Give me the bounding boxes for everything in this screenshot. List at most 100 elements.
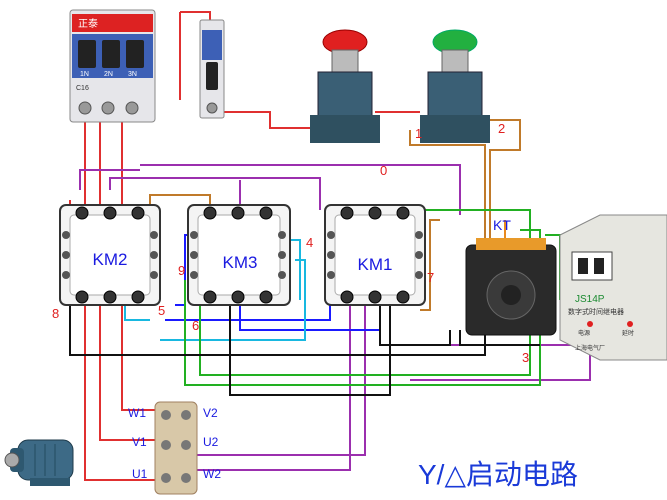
terminal-screw-icon <box>415 251 423 259</box>
wire-purple-0 <box>140 164 461 215</box>
terminal-screw-icon <box>327 271 335 279</box>
terminal-screw-icon <box>278 251 286 259</box>
terminal-screw-icon <box>150 231 158 239</box>
relay-base: KT <box>465 217 557 336</box>
wire-label-4: 4 <box>306 235 313 250</box>
terminal-v2: V2 <box>203 406 218 420</box>
motor-terminal-box: W1 V1 U1 V2 U2 W2 <box>128 401 221 495</box>
contactor-km3-label: KM3 <box>223 253 258 272</box>
wire-red-switch-to-buttons <box>215 111 420 129</box>
terminal-screw-icon <box>103 290 117 304</box>
wire-red-motor-u1 <box>84 300 155 481</box>
wire-purple-top <box>79 169 321 210</box>
wire-green-1 <box>184 229 541 386</box>
wire-label-7: 7 <box>427 270 434 285</box>
relay-terminal-strip <box>476 238 546 250</box>
terminal-screw-icon <box>368 206 382 220</box>
terminal-screw-icon <box>203 290 217 304</box>
terminal-u2: U2 <box>203 435 219 449</box>
terminal-screw-icon <box>62 231 70 239</box>
terminal-screw-icon <box>131 206 145 220</box>
wire-label-5: 5 <box>158 303 165 318</box>
terminal-w1: W1 <box>128 406 146 420</box>
terminal-v1: V1 <box>132 435 147 449</box>
contactor-km3: KM3 <box>187 204 291 306</box>
start-button <box>420 29 490 143</box>
terminal-screw-icon <box>231 290 245 304</box>
wire-labels: 0 1 2 3 4 5 6 7 8 9 <box>52 121 529 365</box>
relay-indicator-power: 电源 <box>578 329 590 337</box>
terminal-screw-icon <box>231 206 245 220</box>
wire-black-1 <box>69 300 486 356</box>
wire-label-2: 2 <box>498 121 505 136</box>
terminal-screw-icon <box>131 290 145 304</box>
wire-purple-bottom <box>195 300 366 471</box>
control-breaker <box>199 19 225 119</box>
terminal-screw-icon <box>203 206 217 220</box>
circuit-breaker: 正泰 1N 2N 3N C16 <box>69 9 156 123</box>
stop-button <box>310 29 380 143</box>
wire-red-motor-w1 <box>121 300 155 411</box>
terminal-screw-icon <box>259 206 273 220</box>
terminal-screw-icon <box>190 231 198 239</box>
breaker-pole-2: 2N <box>104 71 113 78</box>
motor-icon <box>4 439 74 486</box>
wire-label-6: 6 <box>192 318 199 333</box>
wire-cyan-1 <box>124 300 150 321</box>
terminal-screw-icon <box>150 251 158 259</box>
terminal-screw-icon <box>278 231 286 239</box>
time-relay-module: JS14P 数字式时间继电器 电源 延时 上海电气厂 <box>559 214 667 361</box>
wire-label-8: 8 <box>52 306 59 321</box>
diagram-title: Y/△启动电路 <box>418 459 578 490</box>
contactor-km1: KM1 <box>324 204 426 306</box>
wire-brown-2 <box>475 119 521 240</box>
terminal-screw-icon <box>415 271 423 279</box>
terminal-screw-icon <box>327 231 335 239</box>
contactor-km1-label: KM1 <box>358 255 393 274</box>
terminal-w2: W2 <box>203 467 221 481</box>
breaker-pole-1: 1N <box>80 71 89 78</box>
terminal-screw-icon <box>278 271 286 279</box>
breaker-handle-1 <box>78 40 96 68</box>
wire-brown-4 <box>420 219 440 311</box>
terminal-screw-icon <box>75 206 89 220</box>
wire-brown-3 <box>149 194 211 208</box>
breaker-handle-3 <box>126 40 144 68</box>
terminal-screw-icon <box>150 271 158 279</box>
terminal-screw-icon <box>415 231 423 239</box>
relay-indicator-delay: 延时 <box>622 329 634 337</box>
wire-label-3: 3 <box>522 350 529 365</box>
contactor-km2-label: KM2 <box>93 250 128 269</box>
wire-brown-1 <box>409 130 486 240</box>
contactor-km2: KM2 <box>59 204 161 306</box>
wire-label-1: 1 <box>415 126 422 141</box>
terminal-screw-icon <box>327 251 335 259</box>
breaker-brand: 正泰 <box>78 17 98 30</box>
wire-red-breaker-km2 <box>84 120 123 215</box>
breaker-rating: C16 <box>76 85 89 92</box>
wires <box>69 11 591 481</box>
wire-red-motor-v1 <box>99 300 155 441</box>
terminal-screw-icon <box>340 290 354 304</box>
relay-type: 数字式时间继电器 <box>568 307 624 316</box>
relay-maker: 上海电气厂 <box>575 344 605 352</box>
terminal-screw-icon <box>259 290 273 304</box>
wire-blue-2 <box>239 300 380 331</box>
terminal-screw-icon <box>368 290 382 304</box>
wire-blue-1 <box>165 300 331 321</box>
relay-label: KT <box>493 217 511 233</box>
breaker-brand-strip <box>72 14 153 32</box>
terminal-screw-icon <box>62 271 70 279</box>
relay-model: JS14P <box>575 294 605 305</box>
terminal-u1: U1 <box>132 467 148 481</box>
terminal-screw-icon <box>396 290 410 304</box>
terminal-screw-icon <box>103 206 117 220</box>
terminal-screw-icon <box>190 271 198 279</box>
wire-black-3 <box>379 300 451 346</box>
wire-label-9: 9 <box>178 263 185 278</box>
wire-label-0: 0 <box>380 163 387 178</box>
terminal-screw-icon <box>190 251 198 259</box>
terminal-screw-icon <box>396 206 410 220</box>
